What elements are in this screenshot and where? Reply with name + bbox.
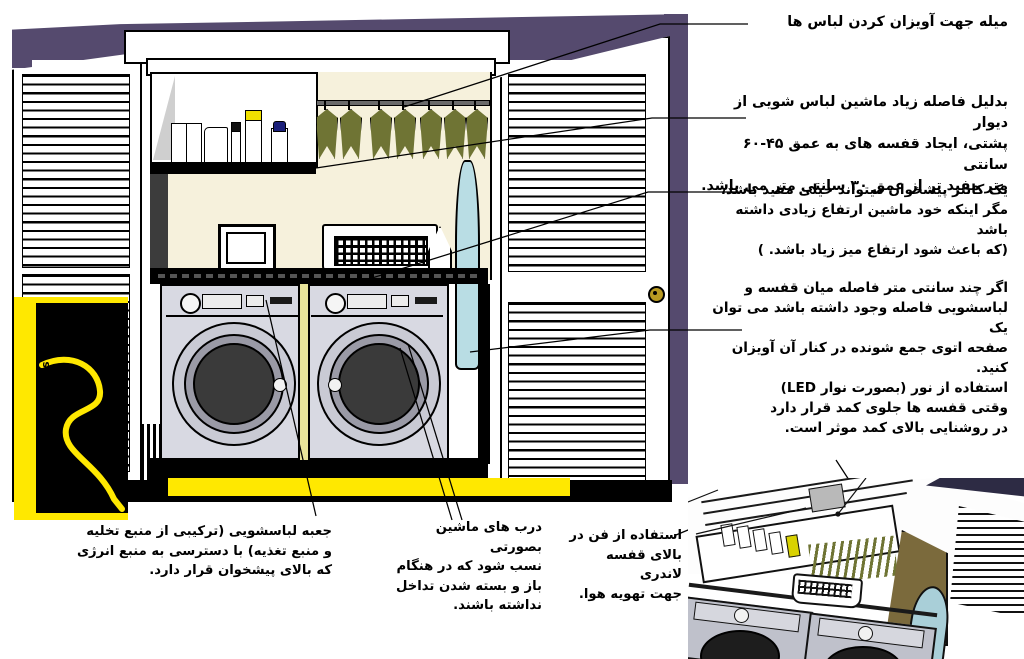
bottle-6 [271, 128, 288, 163]
louvered-bifold-door-right-lower[interactable] [508, 302, 646, 484]
dryer-door-latch[interactable] [328, 378, 342, 392]
washer-brand-mark [270, 297, 292, 304]
bottle-jug-3 [204, 127, 228, 163]
bottle-box-2 [186, 123, 202, 163]
bottle-spray-4-cap [231, 122, 241, 132]
dryer-dial[interactable] [325, 293, 346, 314]
garment-7 [466, 109, 488, 159]
hanger-hook-2 [348, 100, 350, 110]
hanger-hook-4 [402, 100, 404, 110]
bottle-tall-5 [245, 117, 262, 163]
logo-text: Esmaeilian & associate [40, 310, 52, 494]
machine-gap-divider [298, 284, 310, 460]
garment-6 [444, 109, 466, 159]
dryer-display [347, 294, 387, 309]
door-knob-center [653, 291, 658, 296]
garment-3 [370, 109, 392, 159]
bottle-tall-5-cap [245, 110, 262, 121]
washer-door-glass [193, 343, 275, 425]
hanger-hook-3 [378, 100, 380, 110]
dryer-control-panel[interactable] [311, 291, 443, 317]
louver-slats-left-upper [23, 75, 129, 267]
purple-backdrop-left [12, 40, 32, 68]
company-logo: Esmaeilian & associate [14, 297, 128, 520]
washer-display [202, 294, 242, 309]
door-knob-icon[interactable] [648, 286, 665, 303]
inset-dryer-dial [858, 626, 873, 641]
laundry-basket-mesh [334, 236, 428, 266]
callout-countertop: یک کانتر پیشخوان میتواند خیلی مفید باشد،… [720, 182, 1008, 259]
washer-door-latch[interactable] [273, 378, 287, 392]
hanger-group [316, 100, 488, 166]
inset-washer-dial [734, 608, 749, 623]
bottle-6-cap [273, 121, 286, 132]
louvered-bifold-door-right-upper[interactable] [508, 74, 646, 272]
louvered-bifold-door-left[interactable] [22, 74, 130, 268]
callout-laundry-box: جعبه لباسشویی (ترکیبی از منبع تخلیه و من… [76, 524, 332, 579]
upper-shelf-shadow [150, 174, 168, 280]
dryer-door-glass [338, 343, 420, 425]
callout-ventilation-fan: استفاده از فن در بالای قفسه لاندری جهت ت… [569, 528, 682, 602]
washer-dial[interactable] [180, 293, 201, 314]
washing-machine[interactable] [160, 284, 304, 464]
hanger-hook-5 [428, 100, 430, 110]
callout-folding-ironing-board: اگر چند سانتی متر فاصله میان قفسه و لباس… [712, 280, 1008, 377]
countertop-edge-detail [158, 274, 480, 278]
yellow-highlight-strip [168, 478, 570, 496]
closet-right-jamb [478, 284, 490, 464]
callout-led-lighting: استفاده از نور (بصورت نوار LED) وقتی قفس… [770, 380, 1008, 437]
perspective-photo-inset [688, 478, 1024, 659]
logo-black-plate [36, 303, 128, 513]
riser-bar-4 [159, 424, 162, 496]
upper-shelf-underside [150, 162, 316, 174]
callout-hanging-rod: میله جهت آویزان کردن لباس ها [787, 14, 1008, 30]
garment-4 [394, 109, 416, 159]
bottle-spray-4 [231, 129, 241, 163]
dryer-door-ring [329, 334, 429, 434]
picture-frame-inner [226, 232, 266, 264]
riser-bar-3 [153, 424, 156, 496]
garment-5 [420, 109, 442, 159]
dryer-machine[interactable] [305, 284, 449, 464]
laundry-basket [322, 224, 438, 274]
washer-chip-2 [246, 295, 264, 307]
washer-control-panel[interactable] [166, 291, 298, 317]
hanger-hook-1 [324, 100, 326, 110]
louver-slats-right-upper [509, 75, 645, 271]
louver-slats-right-lower [509, 303, 645, 483]
washer-door[interactable] [172, 322, 296, 446]
ironing-board [455, 160, 480, 370]
callout-deep-shelves: بدلیل فاصله زیاد ماشین لباس شویی از دیوا… [701, 94, 1008, 195]
inset-louver-right [950, 506, 1024, 618]
inset-leader-lines [688, 478, 867, 535]
picture-frame [218, 224, 276, 274]
dryer-brand-mark [415, 297, 437, 304]
washer-door-ring [184, 334, 284, 434]
hanger-hook-7 [474, 100, 476, 110]
garment-1 [316, 109, 338, 159]
dryer-door[interactable] [317, 322, 441, 446]
logo-swoosh-icon [39, 356, 125, 512]
riser-bar-2 [147, 424, 150, 496]
hanger-hook-6 [452, 100, 454, 110]
bottle-box-1 [171, 123, 187, 163]
riser-bar-1 [141, 424, 144, 496]
garment-2 [340, 109, 362, 159]
dryer-chip-2 [391, 295, 409, 307]
callout-machine-doors: درب های ماشین بصورتی نسب شود که در هنگام… [395, 520, 542, 614]
